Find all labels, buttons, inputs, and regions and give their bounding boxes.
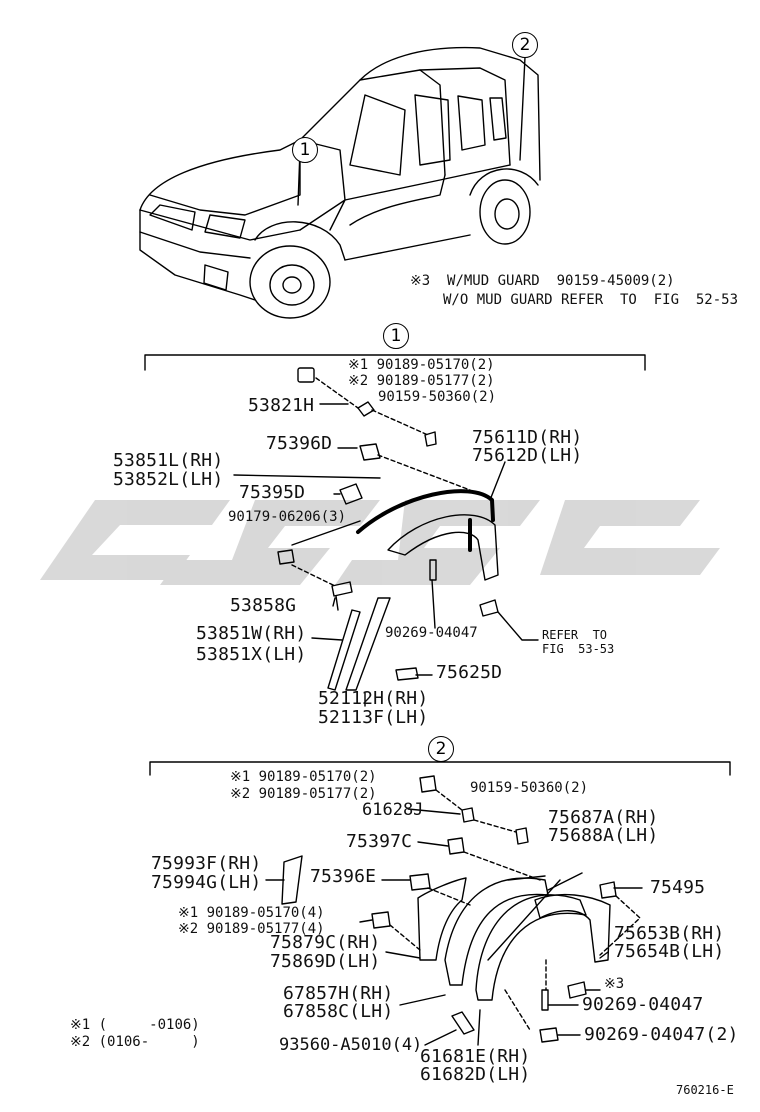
part-label: 75993F(RH) (151, 853, 262, 874)
part-label: 75495 (650, 877, 706, 898)
part-label: 75879C(RH) (270, 932, 381, 953)
part-label: 61682D(LH) (420, 1064, 531, 1085)
part-label: ※1 90189-05170(4) (178, 905, 325, 921)
part-label: 90159-50360(2) (470, 780, 589, 796)
section1-leaders (291, 377, 471, 587)
part-label: 90269-04047 (582, 994, 704, 1015)
part-label: 75396D (266, 433, 333, 454)
part-label: ※1 90189-05170(2) (348, 357, 495, 373)
part-label: 53852L(LH) (113, 469, 224, 490)
section1-leaders-solid (233, 403, 539, 707)
callout-2-car: 2 (512, 32, 538, 58)
section1-bracket (144, 354, 646, 371)
part-label: 75994G(LH) (151, 872, 262, 893)
part-label: ※2 90189-05177(2) (348, 373, 495, 389)
part-label: FIG 53-53 (542, 642, 615, 656)
part-label: 61681E(RH) (420, 1046, 531, 1067)
part-label: 53851W(RH) (196, 623, 307, 644)
part-label: 52112H(RH) (318, 688, 429, 709)
watermark-logo (40, 500, 720, 585)
part-label: 75396E (310, 866, 377, 887)
mud-guard-without: W/O MUD GUARD REFER TO FIG 52-53 (443, 292, 739, 308)
part-label: 53851X(LH) (196, 644, 307, 665)
part-label: 90159-50360(2) (378, 389, 497, 405)
part-label: ※2 90189-05177(4) (178, 921, 325, 937)
part-label: 75611D(RH) (472, 427, 583, 448)
part-label: 75653B(RH) (614, 923, 725, 944)
section2-parts (281, 775, 617, 1043)
section2-marker: 2 (428, 736, 454, 762)
footnote-2: ※2 (0106- ) (70, 1034, 200, 1050)
section1-marker: 1 (383, 323, 409, 349)
mud-guard-with: ※3 W/MUD GUARD 90159-45009(2) (410, 273, 675, 289)
part-label: 53851L(RH) (113, 450, 224, 471)
part-label: 75395D (239, 482, 306, 503)
part-label: 75625D (436, 662, 503, 683)
section2-bracket (149, 761, 731, 776)
part-label: REFER TO (542, 628, 608, 642)
part-label: 75654B(LH) (614, 941, 725, 962)
part-label: 75612D(LH) (472, 445, 583, 466)
section1-parts (277, 367, 499, 691)
section2-leaders (389, 789, 641, 1031)
footnote-1: ※1 ( -0106) (70, 1017, 200, 1033)
part-label: ※2 90189-05177(2) (230, 786, 377, 802)
part-label: 67858C(LH) (283, 1001, 394, 1022)
part-label: 75397C (346, 831, 413, 852)
part-label: 67857H(RH) (283, 983, 394, 1004)
part-label: ※3 (604, 976, 625, 992)
section2-leaders-solid (265, 808, 643, 1046)
part-label: 90269-04047(2) (584, 1024, 739, 1045)
part-label: 52113F(LH) (318, 707, 429, 728)
figure-code: 760216-E (676, 1083, 734, 1097)
part-label: 93560-A5010(4) (279, 1035, 423, 1055)
part-label: 75869D(LH) (270, 951, 381, 972)
part-label: ※1 90189-05170(2) (230, 769, 377, 785)
part-label: 75687A(RH) (548, 807, 659, 828)
callout-1-car: 1 (292, 137, 318, 163)
part-label: 90179-06206(3) (228, 509, 347, 525)
part-label: 61628J (362, 800, 424, 820)
part-label: 90269-04047 (385, 625, 478, 641)
part-label: 53821H (248, 395, 315, 416)
part-label: 53858G (230, 595, 297, 616)
vehicle-illustration (139, 46, 541, 319)
part-label: 75688A(LH) (548, 825, 659, 846)
